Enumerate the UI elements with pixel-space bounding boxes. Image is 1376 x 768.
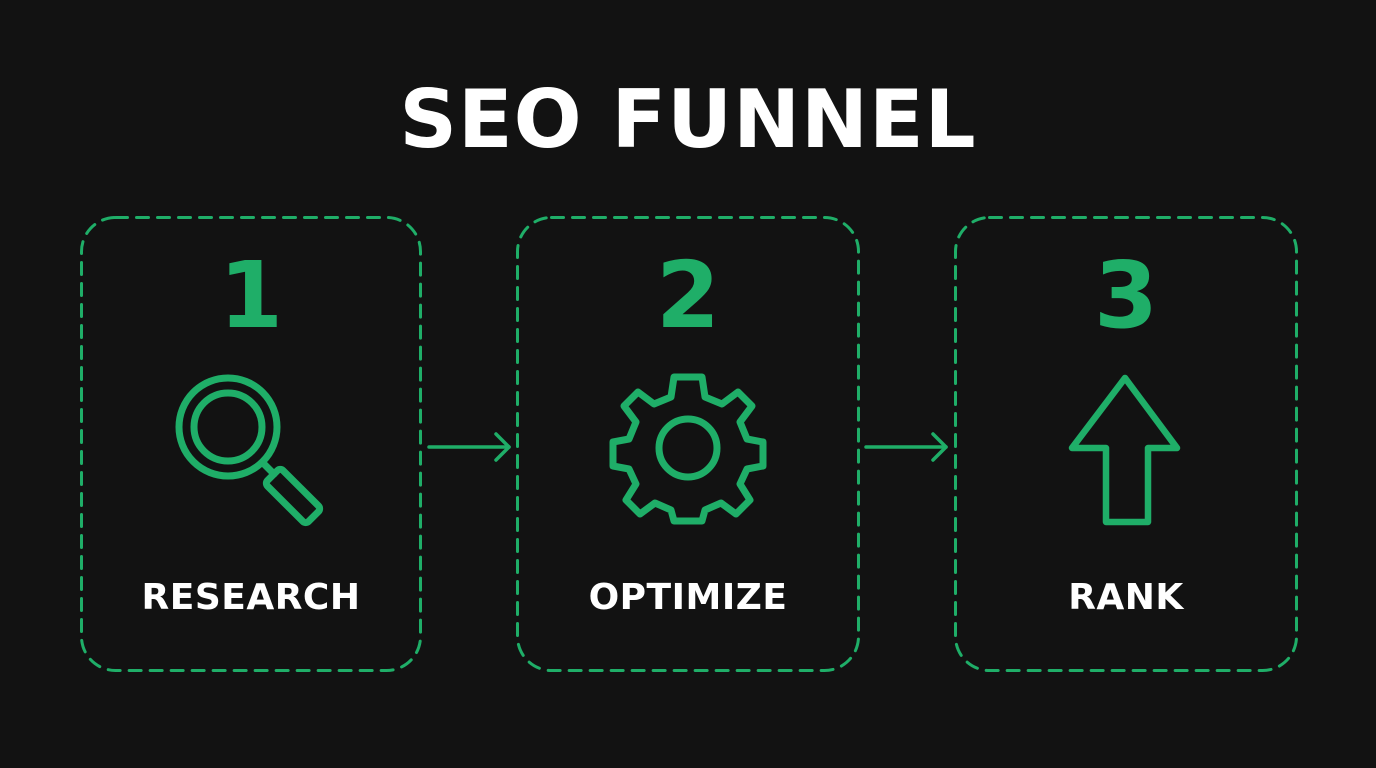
step-label: RANK xyxy=(1068,577,1184,618)
arrow-right-icon xyxy=(864,432,948,462)
step-number: 1 xyxy=(218,242,283,349)
dashed-card-border xyxy=(516,216,860,672)
gear-icon xyxy=(609,373,767,525)
step-card-research xyxy=(80,216,422,672)
step-number: 2 xyxy=(655,242,720,349)
dashed-card-border xyxy=(80,216,422,672)
arrow-up-icon xyxy=(1068,374,1181,526)
step-card-optimize xyxy=(516,216,860,672)
page-title: SEO FUNNEL xyxy=(399,73,977,166)
step-card-rank xyxy=(954,216,1298,672)
step-label: OPTIMIZE xyxy=(588,577,788,618)
step-number: 3 xyxy=(1093,242,1158,349)
arrow-right-icon xyxy=(427,432,511,462)
dashed-card-border xyxy=(954,216,1298,672)
magnifying-glass-icon xyxy=(175,374,324,527)
step-label: RESEARCH xyxy=(141,577,361,618)
